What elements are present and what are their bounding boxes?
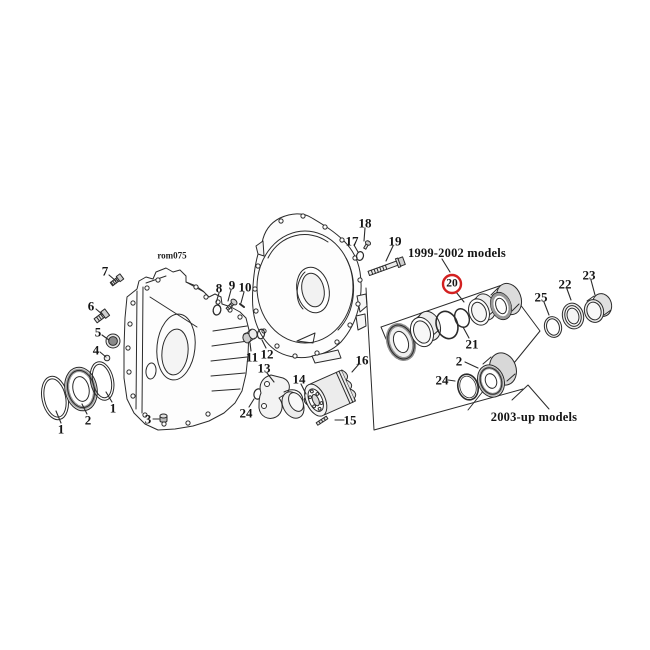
crankcase-half bbox=[123, 267, 250, 431]
part-label-20-highlighted: 20 bbox=[446, 277, 458, 290]
bracket-13 bbox=[258, 374, 305, 419]
part-label-25: 25 bbox=[534, 289, 548, 305]
part-label-19: 19 bbox=[388, 233, 402, 249]
note-2003-up-models: 2003-up models bbox=[490, 409, 578, 424]
part-label-22: 22 bbox=[558, 276, 572, 292]
part-label-4: 4 bbox=[92, 342, 100, 358]
part-label-11: 11 bbox=[245, 349, 259, 365]
part-label-3: 3 bbox=[144, 411, 152, 427]
part-label-2-left: 2 bbox=[84, 412, 92, 428]
part-label-1-left: 1 bbox=[57, 421, 65, 437]
plug-5 bbox=[105, 333, 121, 349]
bearing-race-inner-1999 bbox=[409, 310, 442, 348]
part-label-13: 13 bbox=[257, 360, 271, 376]
part-label-12: 12 bbox=[260, 346, 274, 362]
part-label-9: 9 bbox=[228, 277, 236, 293]
diagram-watermark: rom075 bbox=[157, 250, 187, 261]
screw-18 bbox=[363, 240, 372, 250]
highlight-circle-20 bbox=[441, 273, 463, 295]
part-label-23: 23 bbox=[582, 267, 596, 283]
part-label-6: 6 bbox=[87, 298, 95, 314]
cam-cover bbox=[251, 213, 368, 364]
part-label-1-mid: 1 bbox=[109, 400, 117, 416]
part-label-8: 8 bbox=[215, 280, 223, 296]
snap-ring-1999 bbox=[435, 310, 459, 340]
part-label-10: 10 bbox=[238, 279, 252, 295]
part-label-18: 18 bbox=[358, 215, 372, 231]
note-1999-2002-models: 1999-2002 models bbox=[408, 245, 506, 260]
snap-ring-24-right bbox=[456, 373, 480, 401]
spacer-ring-21 bbox=[453, 308, 471, 328]
part-label-5: 5 bbox=[94, 324, 102, 340]
part-label-17: 17 bbox=[345, 233, 359, 249]
pin-10 bbox=[239, 303, 245, 308]
tapered-bearing-1999 bbox=[489, 282, 523, 321]
spacer-collar-23 bbox=[583, 293, 613, 323]
part-label-15: 15 bbox=[343, 412, 357, 428]
bearing-2-left bbox=[64, 366, 98, 412]
part-label-24-right: 24 bbox=[435, 372, 449, 388]
screw-9 bbox=[225, 298, 238, 311]
snap-ring-1-right bbox=[89, 361, 115, 401]
part-label-24-left: 24 bbox=[239, 405, 253, 421]
bolt-7 bbox=[109, 273, 125, 287]
oil-filter-16 bbox=[304, 369, 357, 417]
part-label-14: 14 bbox=[292, 371, 306, 387]
bolt-6 bbox=[93, 308, 111, 324]
part-label-16: 16 bbox=[355, 352, 369, 368]
bushing-11 bbox=[242, 328, 258, 344]
plug-3 bbox=[159, 413, 168, 423]
o-ring-8 bbox=[212, 304, 222, 316]
leader-lines bbox=[55, 227, 596, 424]
o-ring-12 bbox=[256, 328, 266, 340]
pin-15 bbox=[315, 415, 329, 426]
part-label-2-right: 2 bbox=[455, 353, 463, 369]
bearing-2-right bbox=[477, 352, 517, 398]
o-ring-17 bbox=[355, 251, 365, 261]
washer-25 bbox=[543, 316, 563, 338]
seal-22 bbox=[561, 302, 585, 330]
part-label-21: 21 bbox=[465, 336, 479, 352]
bolt-19 bbox=[367, 256, 406, 277]
part-label-7: 7 bbox=[101, 263, 109, 279]
